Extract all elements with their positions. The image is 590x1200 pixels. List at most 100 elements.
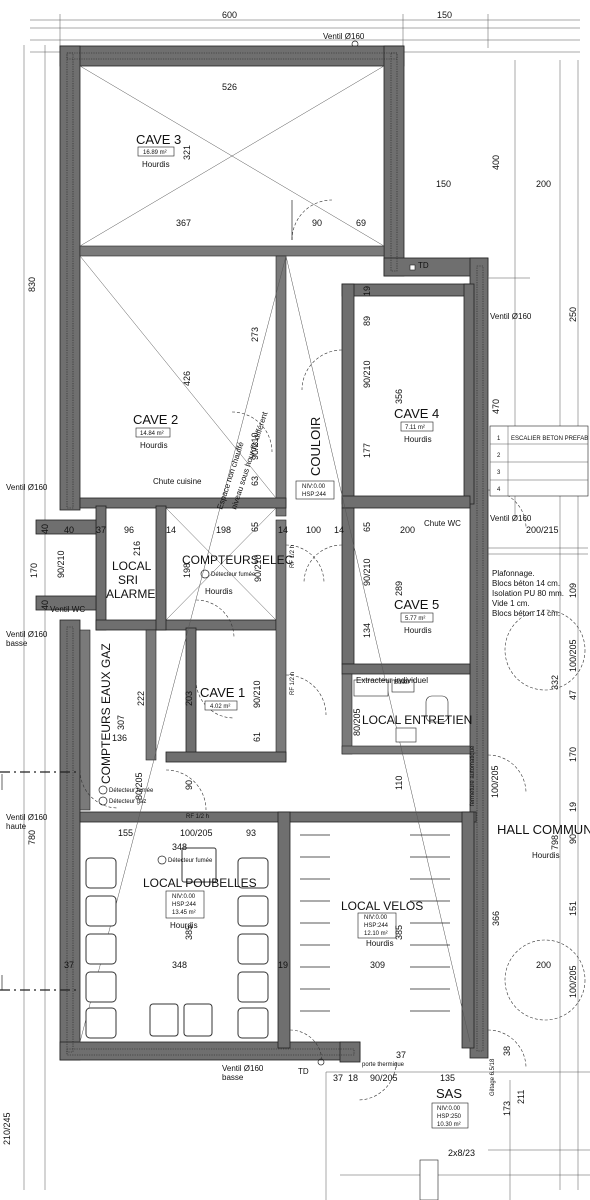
dim-135: 135 [440,1073,455,1083]
td-label-2: TD [298,1067,309,1076]
dim-356: 356 [394,389,404,404]
dim-470: 470 [491,399,501,414]
dim-367: 367 [176,218,191,228]
room-cave-4-area: 7.11 m² [405,425,425,431]
room-poubelles-floor: Hourdis [170,921,198,930]
dim-90c: 90 [184,780,194,790]
dim-90a: 90 [312,218,322,228]
room-cave-2-floor: Hourdis [140,441,168,450]
room-velos-floor: Hourdis [366,939,394,948]
room-cave-5-area: 5.77 m² [405,616,425,622]
dim-37a: 37 [96,525,106,535]
stair-bottom-label: 2x8/23 [448,1148,475,1158]
rf-half-2: RF 1/2 h [290,672,296,695]
dim-100-205a: 100/205 [568,639,578,672]
dim-93: 93 [246,828,256,838]
room-cave-3-area: 16.89 m² [143,150,167,156]
chute-wc-label: Chute WC [424,519,461,528]
room-poubelles-niv: NIV:0.00 [172,894,196,900]
porte-thermique-label: porte thermique [362,1062,405,1068]
room-sas-hsp: HSP:250 [437,1114,462,1120]
ventil-wc-label: Ventil WC [50,605,85,614]
dim-348a: 348 [172,842,187,852]
left-dimensions: 830 780 210/245 [2,45,46,1190]
doors [79,199,527,1101]
dim-289: 289 [394,581,404,596]
dim-830: 830 [27,277,37,292]
dim-40c: 40 [40,600,50,610]
room-compteurs-gaz: COMPTEURS EAUX GAZ Détecteur fumée Détec… [98,643,154,806]
ventil-left-2b: basse [6,639,28,648]
dim-100-205b: 100/205 [490,765,500,798]
dim-273: 273 [250,327,260,342]
dim-200c: 200 [536,960,551,970]
stair-step-3: 3 [497,470,501,476]
dim-40b: 40 [40,524,50,534]
dim-80-205a: 80/205 [134,772,144,800]
chute-cuisine-label: Chute cuisine [153,477,202,486]
dim-200b: 200 [400,525,415,535]
dim-80-205b: 80/205 [352,708,362,736]
room-compteurs-elec-name: COMPTEURS ELEC [182,553,294,567]
ventil-left-3: Ventil Ø160 [6,813,48,822]
dim-65a: 65 [250,522,260,532]
poubelles-detecteur: Détecteur fumée [168,858,213,864]
stair-step-4: 4 [497,487,501,493]
room-velos-area: 12.10 m² [364,931,388,937]
dim-65b: 65 [362,522,372,532]
plafond-line-5: Blocs béton 14 cm. [492,609,560,618]
dim-400: 400 [491,155,501,170]
room-cave-3-floor: Hourdis [142,160,170,169]
inner-walls [35,245,477,1049]
dim-18: 18 [348,1073,358,1083]
dim-61: 61 [252,732,262,742]
room-cave-2: CAVE 2 14.84 m² Hourdis [133,412,178,450]
room-local-sri: LOCAL SRI ALARME [106,559,155,601]
dim-38: 38 [502,1046,512,1056]
rf-half-3: RF 1/2 h [186,814,209,820]
room-cave-1-area: 4.02 m² [210,704,230,710]
ventil-left-1: Ventil Ø160 [6,483,48,492]
boiler-label: Boiler [394,680,409,686]
dim-309: 309 [370,960,385,970]
dim-47: 47 [568,690,578,700]
dim-385a: 385 [184,925,194,940]
giltage-label: Giltage 6.5/18 [490,1058,496,1096]
room-compteurs-elec: COMPTEURS ELEC Détecteur fumée Hourdis [182,553,294,596]
dim-90-210f: 90/210 [252,680,262,708]
room-sri-line1: LOCAL [112,559,152,573]
room-cave-5: CAVE 5 5.77 m² Hourdis [394,597,439,635]
stair-step-2: 2 [497,453,501,459]
bike-racks [300,834,450,1012]
dim-14a: 14 [278,525,288,535]
plafond-line-3: Isolation PU 80 mm. [492,589,564,598]
dim-150b: 150 [436,179,451,189]
dim-200a: 200 [536,179,551,189]
room-poubelles-area: 13.45 m² [172,910,196,916]
dim-200-215: 200/215 [526,525,559,535]
dim-90-210d: 90/210 [253,554,263,582]
rf-half-1: RF 1/2 h [290,545,296,568]
room-cave-1: CAVE 1 4.02 m² [200,685,245,711]
dim-109: 109 [568,583,578,598]
room-sas: SAS NIV:0.00 HSP:250 10.30 m² [431,1086,469,1129]
dim-40a: 40 [64,525,74,535]
dim-90-210c: 90/210 [56,550,66,578]
room-cave-3-name: CAVE 3 [136,132,181,147]
sas-zone [325,1071,590,1200]
room-velos-name: LOCAL VELOS [341,899,423,913]
dim-155: 155 [118,828,133,838]
dim-426: 426 [182,371,192,386]
dim-198-b: 198 [182,563,192,578]
td-label-1: TD [418,261,429,270]
dim-798: 798 [550,835,560,850]
entretien-fixtures [353,679,449,743]
room-cave-4: CAVE 4 7.11 m² Hourdis [394,406,439,444]
room-couloir: COULOIR NIV:0.00 HSP:244 [295,417,335,500]
ventil-bottom-b: basse [222,1073,244,1082]
dim-19a: 19 [362,286,372,296]
dim-600: 600 [222,10,237,20]
dim-100: 100 [306,525,321,535]
room-local-entretien-name: LOCAL ENTRETIEN [362,713,472,727]
dim-211: 211 [516,1090,526,1104]
